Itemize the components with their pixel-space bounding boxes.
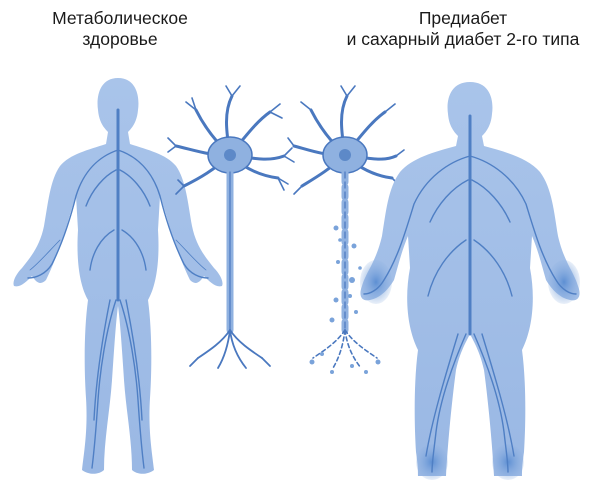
figure-metabolic-health <box>13 78 222 474</box>
hand-left-inflamed <box>360 260 392 304</box>
neuron-nucleus <box>339 149 351 161</box>
nerve-network <box>28 110 208 468</box>
neuron-nucleus <box>224 149 236 161</box>
nerve-network <box>364 116 576 472</box>
hand-right-inflamed <box>548 260 580 304</box>
figure-prediabetes-diabetes <box>360 82 580 480</box>
